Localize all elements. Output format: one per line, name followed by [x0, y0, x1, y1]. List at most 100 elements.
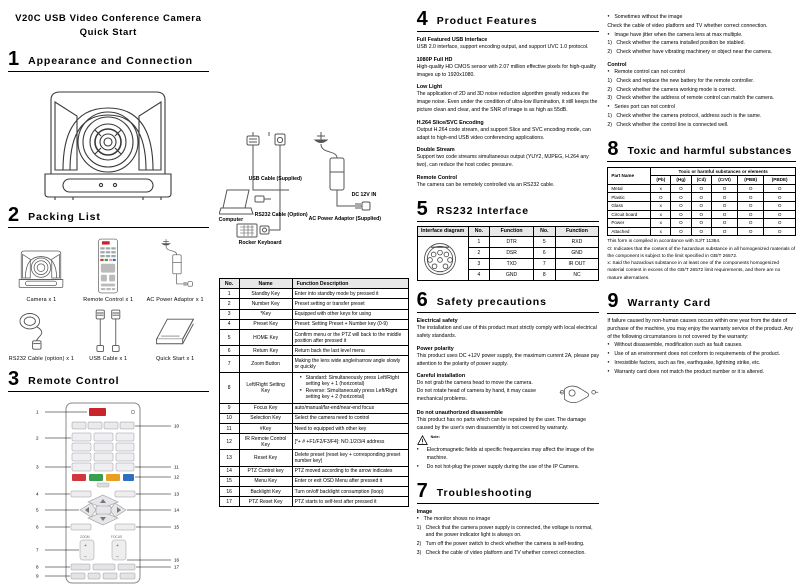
feature-body: Support two code streams simultaneous ou…	[416, 154, 589, 169]
callout-16: 16	[174, 557, 180, 562]
section-appearance: 1 Appearance and Connection	[8, 49, 209, 202]
section-title: Toxic and harmful substances	[627, 144, 792, 157]
troubleshooting-symptom: The monitor shows no image	[417, 516, 600, 524]
col-no: No.	[218, 277, 240, 290]
section-title: Troubleshooting	[436, 486, 533, 499]
troubleshooting-group-title: Image	[416, 508, 433, 515]
packing-item: RS232 Cable (option) x 1	[8, 305, 75, 362]
column-2: USB Cable (Supplied) Computer RS232 Cabl…	[215, 6, 413, 567]
feature-heading: Low Light	[416, 84, 443, 91]
col-desc: Function Description	[291, 277, 409, 290]
warranty-exclusion: Use of an environment does not conform t…	[607, 351, 796, 359]
document-title-line2: Quick Start	[79, 26, 137, 38]
safety-heading: Electrical safety	[416, 318, 458, 325]
troubleshooting-step: 3)Check the cable of video platform and …	[416, 549, 586, 556]
callout-5: 5	[36, 507, 39, 512]
ac-power-adaptor-icon	[150, 236, 200, 294]
section-remote-header: 3 Remote Control	[8, 369, 209, 392]
safety-body: Do not grab the camera head to move the …	[416, 380, 536, 402]
section-remote-control: 3 Remote Control	[8, 369, 209, 588]
callout-2: 2	[36, 435, 39, 440]
packing-item: Remote Control x 1	[75, 236, 142, 303]
careful-installation-row: Do not grab the camera head to move the …	[417, 380, 600, 404]
table-row: 2 DSR 6 GND	[417, 246, 600, 260]
warranty-intro: If failure caused by non-human causes oc…	[607, 318, 794, 340]
section-title: Remote Control	[28, 374, 120, 387]
col-name: Name	[238, 277, 293, 290]
table-row: 4 GND 8 NC	[417, 269, 600, 282]
troubleshooting-symptom: Remote control can not control	[607, 69, 796, 77]
warning-triangle-icon	[416, 435, 428, 446]
col-no-1: No.	[467, 225, 491, 237]
svg-text:FOCUS: FOCUS	[111, 535, 122, 539]
safety-blocks: Electrical safety The installation and u…	[417, 318, 600, 472]
col-pbb: (PBB)	[736, 175, 765, 185]
ac-power-adaptor-label: AC Power Adaptor (Supplied)	[308, 216, 382, 222]
safety-heading: Power polarity	[416, 345, 454, 352]
table-header-row: Part Name Toxic or harmful substances or…	[607, 166, 796, 185]
col-pbde: (PBDE)	[763, 175, 796, 185]
computer-label: Computer	[218, 217, 244, 223]
section-title: RS232 Interface	[436, 204, 530, 217]
feature-heading: Double Stream	[416, 147, 455, 154]
svg-text:+: +	[84, 543, 87, 549]
packing-item: Camera x 1	[8, 236, 75, 303]
rocker-keyboard-label: Rocker Keyboard	[238, 240, 282, 246]
feature-body: The application of 2D and 3D noise reduc…	[416, 91, 598, 113]
section-warranty-card: 9 Warranty Card If failure caused by non…	[607, 291, 796, 377]
col-interface-diagram: Interface diagram	[416, 225, 469, 237]
warranty-exclusion: Warranty card does not match the product…	[607, 369, 796, 377]
section-title: Appearance and Connection	[28, 54, 193, 67]
section-number: 6	[416, 289, 428, 312]
mini-din-connector-icon	[416, 235, 469, 282]
troubleshooting-step: 1)Check whether the camera protocol, add…	[607, 112, 762, 119]
safety-note: Electromagnetic fields at specific frequ…	[417, 447, 600, 463]
packing-item: Quick Start x 1	[142, 305, 209, 362]
troubleshooting-step: 2)Check whether the camera working mode …	[607, 86, 736, 93]
remote-control-icon	[97, 236, 119, 294]
feature-heading: 1080P Full HD	[416, 56, 453, 63]
section-number: 2	[8, 203, 20, 226]
callout-4: 4	[36, 491, 39, 496]
features-list: Full Featured USB Interface USB 2.0 inte…	[417, 37, 600, 190]
callout-13: 13	[174, 491, 180, 496]
column-3: 4 Product Features Full Featured USB Int…	[413, 6, 604, 567]
safety-body: This product uses DC +12V power supply, …	[416, 352, 600, 367]
feature-body: High-quality HD CMOS sensor with 2.07 mi…	[416, 63, 597, 78]
section-safety-header: 6 Safety precautions	[416, 289, 600, 314]
usb-cable-label: USB Cable (Supplied)	[248, 176, 302, 182]
quick-start-guide-page: V20C USB Video Conference Camera Quick S…	[0, 0, 802, 567]
dc-12v-in-label: DC 12V IN	[351, 192, 377, 198]
section-product-features: 4 Product Features Full Featured USB Int…	[416, 9, 600, 190]
troubleshooting-step: 1)Check whether the camera installed pos…	[607, 40, 745, 47]
section-safety-precautions: 6 Safety precautions Electrical safety T…	[416, 289, 600, 472]
packing-list-grid: Camera x 1	[8, 236, 209, 362]
section-toxic-substances: 8 Toxic and harmful substances Part Name…	[607, 139, 796, 282]
rs232-cable-icon	[13, 305, 69, 353]
feature-heading: Remote Control	[416, 174, 458, 181]
svg-text:–: –	[84, 554, 87, 560]
camera-appearance-illustration	[8, 72, 209, 202]
section-rs232-header: 5 RS232 Interface	[416, 197, 600, 222]
warranty-exclusion: Without disassemble, modification such a…	[607, 342, 796, 350]
callout-14: 14	[174, 507, 180, 512]
troubleshooting-step: 2)Turn off the power switch to check whe…	[416, 541, 585, 548]
quick-start-booklet-icon	[152, 305, 198, 353]
section-number: 5	[416, 197, 428, 220]
troubleshooting-step: 3)Check whether the address of remote co…	[607, 95, 775, 102]
feature-heading: H.264 Slice/SVC Encoding	[416, 119, 484, 126]
packing-item-label: Remote Control x 1	[83, 296, 134, 303]
